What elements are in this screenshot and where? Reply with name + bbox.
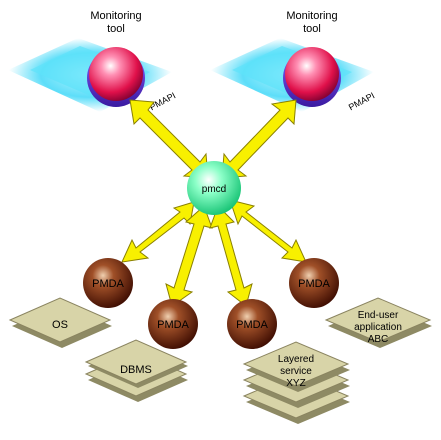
pmda-1-label: PMDA [92, 278, 124, 290]
tool-2-title-line2: tool [303, 23, 321, 35]
pmda-4-label: PMDA [298, 278, 330, 290]
pmda-sphere-4 [289, 258, 339, 308]
pmcd-node: pmcd [187, 161, 241, 215]
dbms-label: DBMS [120, 364, 152, 376]
monitoring-tool-2: Monitoring tool PMAPI [210, 10, 376, 112]
monitoring-tool-1: Monitoring tool PMAPI [8, 10, 177, 112]
pmda-sphere-2 [148, 299, 198, 349]
layered-line2: service [280, 366, 312, 377]
pmda-2-label: PMDA [157, 319, 189, 331]
pmda-node-4: PMDA [289, 258, 339, 308]
arrow-pmcd-pmda4 [229, 199, 307, 263]
layered-line3: XYZ [286, 378, 305, 389]
pmcd-label: pmcd [202, 184, 226, 195]
monitoring-tool-sphere-2-top [285, 47, 339, 101]
pmda-sphere-1 [83, 258, 133, 308]
pmda-node-2: PMDA [148, 299, 198, 349]
pmda-3-label: PMDA [236, 319, 268, 331]
tool-1-title-line2: tool [107, 23, 125, 35]
platform-dbms: DBMS [84, 339, 188, 402]
app-line2: application [354, 322, 402, 333]
pmcd-sphere [187, 161, 241, 215]
pmda-sphere-3 [227, 299, 277, 349]
platform-layered-service: Layered service XYZ [242, 341, 350, 424]
app-line3: ABC [368, 334, 389, 345]
app-line1: End-user [358, 310, 399, 321]
tool-1-title-line1: Monitoring [90, 10, 141, 22]
monitoring-tool-sphere-1-top [89, 47, 143, 101]
tool-1-pmapi-label: PMAPI [148, 90, 177, 112]
tool-2-title-line1: Monitoring [286, 10, 337, 22]
platform-end-user-app: End-user application ABC [324, 297, 432, 348]
pmda-node-3: PMDA [227, 299, 277, 349]
connection-arrows [121, 99, 307, 307]
layered-line1: Layered [278, 354, 314, 365]
arrow-tool1-pmcd [129, 99, 209, 179]
pmda-node-1: PMDA [83, 258, 133, 308]
arrow-tool2-pmcd [221, 99, 297, 179]
platform-os: OS [8, 297, 112, 348]
arrow-pmcd-pmda3 [209, 205, 253, 307]
arrow-pmcd-pmda1 [121, 201, 195, 263]
tool-2-pmapi-label: PMAPI [347, 90, 376, 112]
os-label: OS [52, 319, 68, 331]
